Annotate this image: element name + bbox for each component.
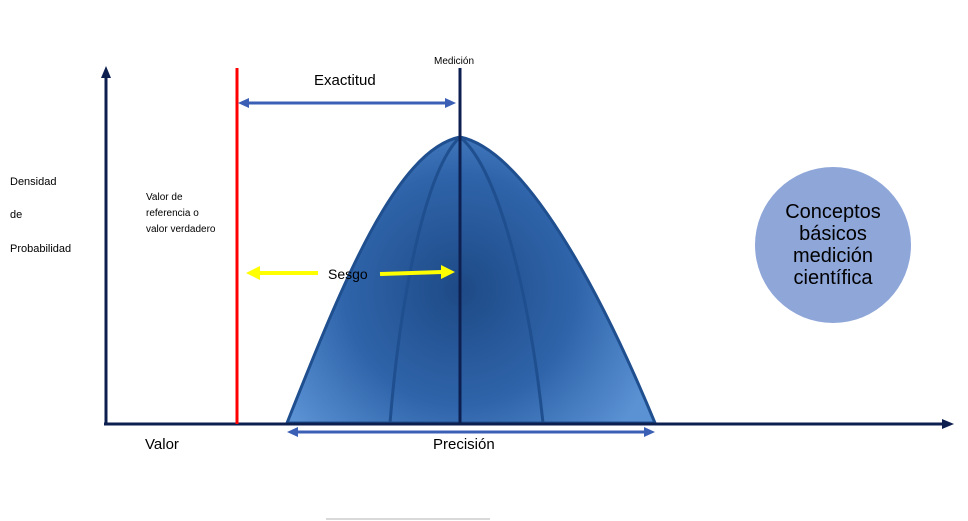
reference-note-line2: referencia o	[146, 208, 199, 219]
valor-axis-label: Valor	[145, 436, 179, 453]
y-axis-arrowhead	[101, 66, 111, 78]
reference-note-line1: Valor de	[146, 192, 183, 203]
precision-label: Precisión	[433, 436, 495, 453]
precision-arrowhead-right	[644, 427, 655, 437]
reference-note-line3: valor verdadero	[146, 224, 216, 235]
y-axis-label-line3: Probabilidad	[10, 243, 72, 255]
reference-value-note: Valor de referencia o valor verdadero	[146, 190, 215, 238]
y-axis-label-line2: de	[10, 209, 23, 221]
exactitud-label: Exactitud	[314, 72, 376, 89]
bottom-divider	[326, 518, 490, 520]
exactitud-arrowhead-left	[238, 98, 249, 108]
sesgo-arrowhead-left	[246, 266, 260, 280]
bell-inner-right-line	[459, 135, 545, 424]
concepts-circle-text: Conceptos básicos medición científica	[785, 201, 881, 289]
sesgo-arrowhead-right	[441, 265, 455, 279]
x-axis-arrowhead	[942, 419, 954, 429]
sesgo-arrow-right-shaft	[379, 270, 443, 276]
exactitud-arrowhead-right	[445, 98, 456, 108]
y-axis-label-line1: Densidad	[10, 176, 57, 188]
bell-inner-left-line	[388, 135, 462, 424]
sesgo-label: Sesgo	[328, 266, 368, 282]
medicion-label: Medición	[434, 56, 475, 67]
concepts-circle: Conceptos básicos medición científica	[755, 167, 911, 323]
precision-arrowhead-left	[287, 427, 298, 437]
